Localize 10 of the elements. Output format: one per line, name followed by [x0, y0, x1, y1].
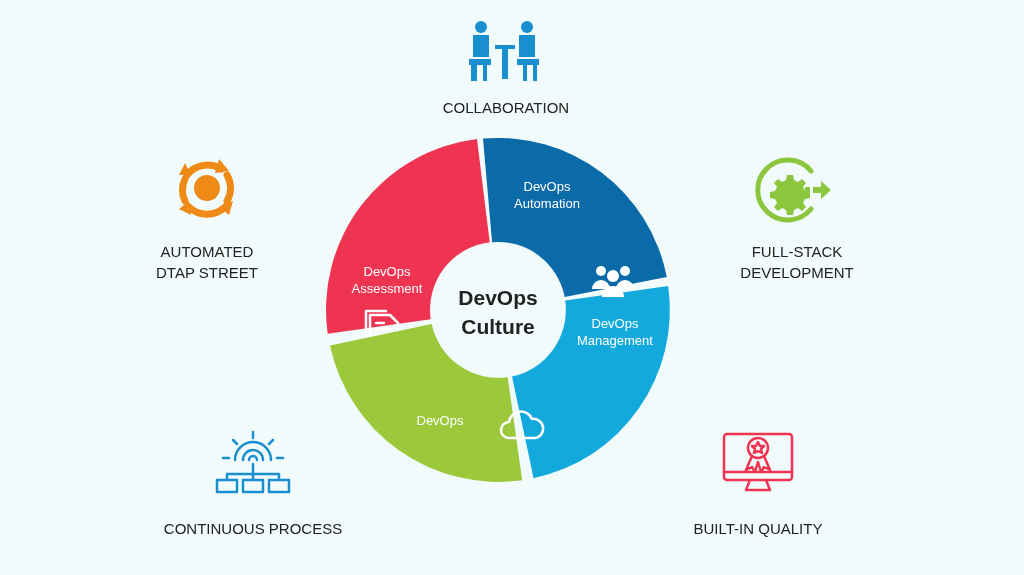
feature-label: COLLABORATION	[441, 97, 571, 118]
segment-label: DevOps	[415, 411, 465, 429]
center-label: DevOps Culture	[457, 285, 539, 340]
feature-label: CONTINUOUS PROCESS	[162, 518, 344, 539]
feature-label: FULL-STACK DEVELOPMENT	[739, 242, 855, 283]
segment-label: DevOps Management	[576, 315, 654, 349]
feature-label: AUTOMATED DTAP STREET	[155, 242, 259, 283]
segment-label: DevOps Automation	[513, 178, 581, 212]
segment-label: DevOps Assessment	[350, 263, 424, 297]
feature-label: BUILT-IN QUALITY	[692, 518, 824, 539]
